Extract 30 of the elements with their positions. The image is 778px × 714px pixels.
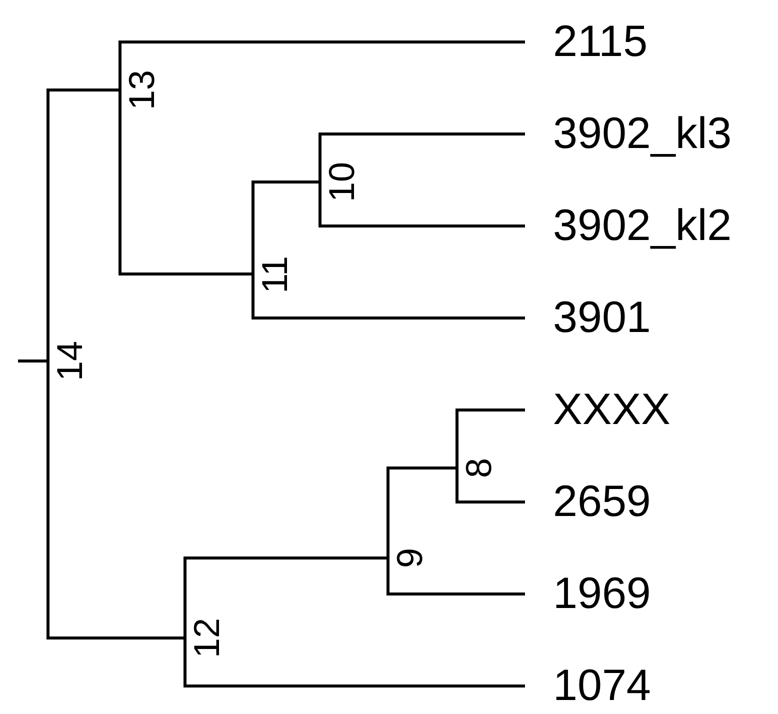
tree-branch [118, 40, 525, 90]
tip-label: 3901 [525, 296, 651, 340]
node-label: 9 [391, 546, 429, 570]
node-label: 8 [460, 456, 498, 480]
tip-label: 2659 [525, 480, 651, 524]
node-label: 10 [323, 160, 361, 204]
tip-label: 2115 [525, 20, 648, 64]
node-label: 14 [51, 339, 89, 384]
node-label: 13 [123, 68, 161, 112]
tip-label: 1969 [525, 572, 651, 616]
tree-branch [318, 182, 525, 228]
tree-branch [46, 361, 185, 640]
tree-branch [386, 558, 525, 596]
tree-branch [18, 360, 48, 362]
tree-branch [456, 468, 525, 504]
tree-branch [456, 408, 525, 468]
tip-label: 3902_kl2 [525, 204, 732, 248]
node-label: 11 [256, 254, 294, 295]
tip-label: XXXX [525, 388, 670, 432]
tree-branch [252, 180, 320, 274]
tree-branch [252, 274, 525, 320]
tree-branch [386, 466, 457, 558]
tree-branch [184, 556, 388, 638]
tree-branch [184, 638, 525, 688]
tree-branch [118, 90, 253, 276]
node-label: 12 [188, 616, 226, 660]
tip-label: 3902_kl3 [525, 112, 732, 156]
tip-label: 1074 [525, 664, 651, 708]
tree-branch [46, 88, 120, 361]
tree-branch [318, 132, 525, 182]
